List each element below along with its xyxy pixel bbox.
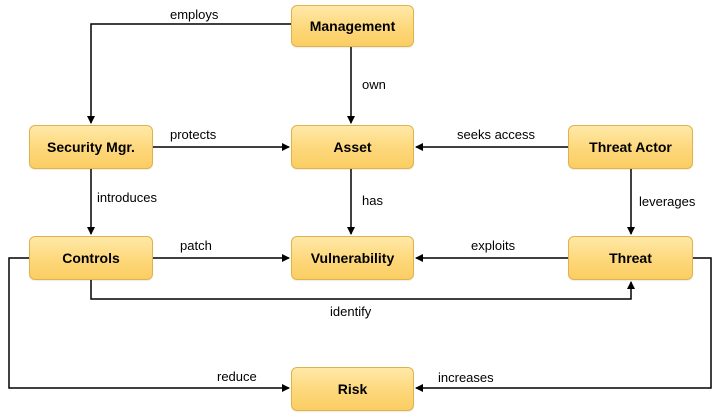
label-leverages: leverages (639, 194, 696, 209)
label-introduces: introduces (97, 190, 157, 205)
label-reduce: reduce (217, 369, 257, 384)
node-vulnerability-label: Vulnerability (310, 250, 395, 266)
edge-identify (90, 280, 635, 300)
label-increases: increases (438, 370, 494, 385)
label-patch: patch (180, 238, 212, 253)
node-threat-label: Threat (609, 250, 652, 266)
edge-employs (87, 23, 291, 124)
node-risk[interactable]: Risk (291, 367, 414, 411)
node-controls[interactable]: Controls (29, 236, 153, 280)
node-vulnerability[interactable]: Vulnerability (291, 236, 414, 280)
node-asset-label: Asset (333, 139, 372, 155)
label-exploits: exploits (471, 238, 516, 253)
edge-reduce (8, 257, 290, 392)
node-controls-label: Controls (62, 250, 120, 266)
label-employs: employs (170, 7, 219, 22)
node-security-mgr-label: Security Mgr. (47, 139, 135, 155)
node-asset[interactable]: Asset (291, 125, 414, 169)
node-threat[interactable]: Threat (568, 236, 693, 280)
node-security-mgr[interactable]: Security Mgr. (29, 125, 153, 169)
node-management-label: Management (309, 18, 396, 34)
label-protects: protects (170, 127, 217, 142)
node-threat-actor-label: Threat Actor (589, 139, 672, 155)
node-management[interactable]: Management (291, 5, 414, 47)
label-own: own (362, 77, 386, 92)
node-risk-label: Risk (337, 381, 368, 397)
label-has: has (362, 193, 383, 208)
edge-increases (415, 257, 712, 392)
label-seeks-access: seeks access (457, 127, 536, 142)
label-identify: identify (330, 304, 372, 319)
node-threat-actor[interactable]: Threat Actor (568, 125, 693, 169)
